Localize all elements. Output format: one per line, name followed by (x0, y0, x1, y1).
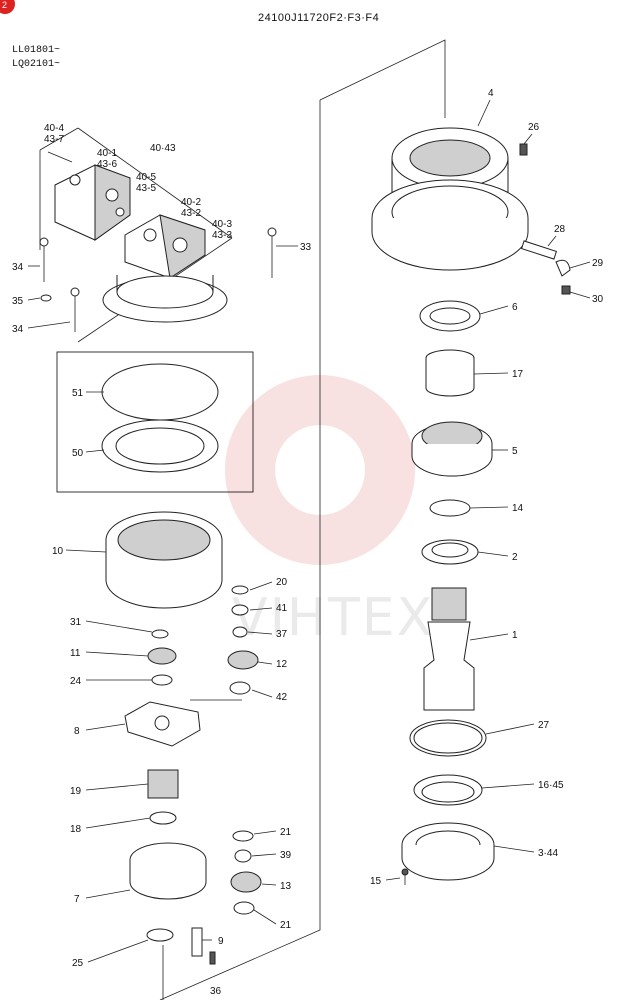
callout-35: 35 (12, 296, 24, 307)
callout-18: 18 (70, 824, 82, 835)
callout-34-lower: 34 (12, 324, 24, 335)
callout-13: 13 (280, 881, 292, 892)
page-badge: 2 (0, 0, 15, 14)
ring-gear: 10 (52, 511, 223, 609)
page-badge-number: 2 (2, 0, 7, 10)
serial-range-2: LQ02101~ (12, 59, 60, 70)
callout-30: 30 (592, 294, 604, 305)
callout-21-upper: 21 (280, 827, 292, 838)
callout-33: 33 (300, 242, 312, 253)
lower-left-callouts: 20 41 37 12 42 31 11 24 8 19 18 7 25 36 … (70, 577, 292, 997)
callout-34-upper: 34 (12, 262, 24, 273)
callout-17: 17 (512, 369, 524, 380)
callout-11: 11 (70, 648, 81, 659)
serial-range-1: LL01801~ (12, 45, 60, 56)
callout-50: 50 (72, 448, 84, 459)
callout-27: 27 (538, 720, 550, 731)
callout-9: 9 (218, 936, 224, 947)
callout-1: 1 (512, 630, 518, 641)
callout-4: 4 (488, 88, 494, 99)
callout-29: 29 (592, 258, 604, 269)
callout-26: 26 (528, 122, 540, 133)
callout-40-43: 40·43 (150, 143, 176, 154)
callout-41: 41 (276, 603, 288, 614)
callout-19: 19 (70, 786, 82, 797)
callout-5: 5 (512, 446, 518, 457)
motor-valve-assembly (39, 127, 277, 343)
callout-6: 6 (512, 302, 518, 313)
callout-7: 7 (74, 894, 80, 905)
planetary-stage-1 (124, 629, 216, 1000)
callout-39: 39 (280, 850, 292, 861)
callout-10: 10 (52, 546, 64, 557)
callout-12: 12 (276, 659, 288, 670)
diagram-code: 24100J11720F2·F3·F4 (258, 12, 379, 24)
callout-8: 8 (74, 726, 80, 737)
watermark-text: VIHTEX (232, 588, 434, 648)
callout-28: 28 (554, 224, 566, 235)
callout-3-44: 3·44 (538, 848, 558, 859)
planetary-stage-right (190, 585, 262, 915)
callout-14: 14 (512, 503, 524, 514)
callout-37: 37 (276, 629, 288, 640)
callout-21-lower: 21 (280, 920, 292, 931)
watermark: VIHTEX (225, 375, 434, 648)
right-column-parts (159, 39, 571, 1000)
callout-31: 31 (70, 617, 82, 628)
callout-16-45: 16·45 (538, 780, 564, 791)
right-callouts: 4 26 28 29 30 6 17 5 14 2 1 27 16·45 3·4… (370, 88, 604, 887)
callout-42: 42 (276, 692, 288, 703)
plate-and-seal-box: 51 50 (56, 351, 254, 493)
callout-25: 25 (72, 958, 84, 969)
callout-51: 51 (72, 388, 84, 399)
callout-20: 20 (276, 577, 288, 588)
callout-24: 24 (70, 676, 82, 687)
callout-36: 36 (210, 986, 222, 997)
callout-2: 2 (512, 552, 518, 563)
callout-15: 15 (370, 876, 382, 887)
